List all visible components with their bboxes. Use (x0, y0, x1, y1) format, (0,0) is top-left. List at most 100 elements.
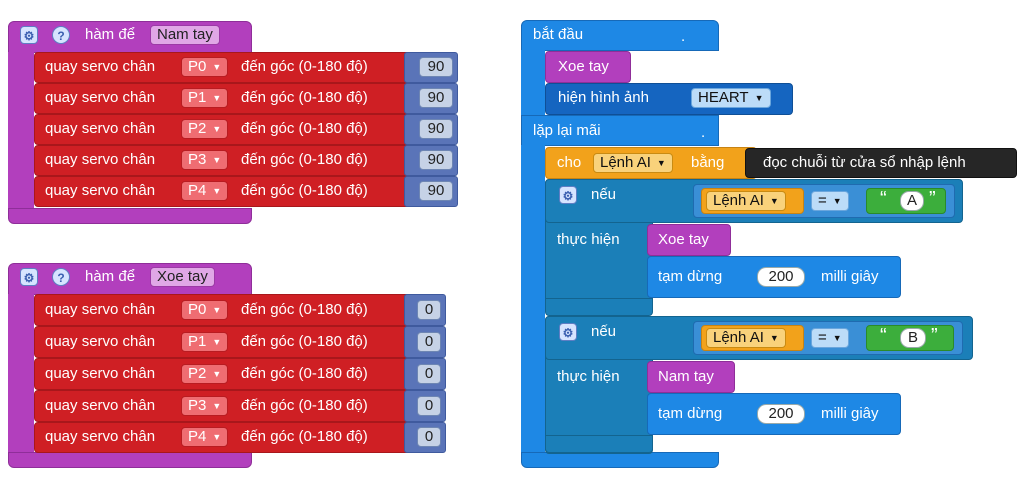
pin-dropdown[interactable]: P2▼ (181, 364, 229, 384)
quote-open: “ (880, 325, 887, 347)
variable-dropdown[interactable]: Lệnh AI▼ (593, 153, 673, 173)
function-name-field[interactable]: Xoe tay (150, 267, 215, 287)
servo-row-suffix: đến góc (0-180 độ) (241, 365, 368, 382)
chevron-down-icon: ▼ (769, 333, 779, 344)
angle-input[interactable]: 0 (417, 300, 441, 320)
angle-input[interactable]: 0 (417, 332, 441, 352)
servo-row-label: quay servo chân (45, 89, 156, 106)
pause-label: tạm dừng (658, 405, 723, 422)
angle-input[interactable]: 90 (419, 119, 453, 139)
chevron-down-icon: ▼ (656, 158, 666, 169)
chevron-down-icon: ▼ (832, 196, 842, 207)
forever-dot: . (701, 124, 706, 141)
function-footer (8, 452, 252, 468)
servo-row-suffix: đến góc (0-180 độ) (241, 397, 368, 414)
image-dropdown[interactable]: HEART▼ (691, 88, 771, 108)
pin-dropdown[interactable]: P1▼ (181, 332, 229, 352)
servo-row-label: quay servo chân (45, 365, 156, 382)
set-label: cho (557, 154, 582, 171)
function-spine (8, 294, 34, 456)
angle-input[interactable]: 90 (419, 57, 453, 77)
function-header-label: hàm để (85, 268, 136, 285)
variable-dropdown[interactable]: Lệnh AI▼ (706, 328, 786, 348)
forever-label: lặp lại mãi (533, 122, 601, 139)
read-input-block[interactable] (745, 148, 1017, 178)
angle-input[interactable]: 0 (417, 396, 441, 416)
angle-input[interactable]: 90 (419, 88, 453, 108)
servo-row-suffix: đến góc (0-180 độ) (241, 301, 368, 318)
if-block-2-footer (545, 435, 653, 453)
start-label: bắt đầu (533, 26, 584, 43)
gear-icon[interactable]: ⚙ (559, 323, 577, 341)
pin-dropdown[interactable]: P4▼ (181, 427, 229, 447)
angle-input[interactable]: 0 (417, 427, 441, 447)
servo-row-label: quay servo chân (45, 397, 156, 414)
help-icon[interactable]: ? (52, 26, 70, 44)
do-label: thực hiện (557, 231, 620, 248)
start-dot: . (681, 28, 686, 45)
chevron-down-icon: ▼ (212, 62, 222, 73)
chevron-down-icon: ▼ (832, 333, 842, 344)
pin-dropdown[interactable]: P2▼ (181, 119, 229, 139)
gear-icon[interactable]: ⚙ (559, 186, 577, 204)
if-label: nếu (591, 186, 617, 203)
help-icon[interactable]: ? (52, 268, 70, 286)
if-block-1-footer (545, 298, 653, 316)
gear-icon[interactable]: ⚙ (20, 26, 38, 44)
servo-row-label: quay servo chân (45, 151, 156, 168)
pause-input[interactable]: 200 (757, 404, 805, 424)
servo-row-suffix: đến góc (0-180 độ) (241, 89, 368, 106)
function-name-field[interactable]: Nam tay (150, 25, 220, 45)
servo-row-label: quay servo chân (45, 58, 156, 75)
text-input[interactable]: B (900, 328, 926, 348)
call-xoe-tay-block[interactable] (545, 51, 631, 83)
forever-footer (521, 452, 719, 468)
start-spine (521, 50, 545, 116)
call-label: Xoe tay (658, 231, 709, 248)
chevron-down-icon: ▼ (212, 305, 222, 316)
call-xoe-tay-block[interactable] (647, 224, 731, 256)
pin-dropdown[interactable]: P4▼ (181, 181, 229, 201)
chevron-down-icon: ▼ (212, 432, 222, 443)
servo-row-label: quay servo chân (45, 428, 156, 445)
servo-row-label: quay servo chân (45, 333, 156, 350)
chevron-down-icon: ▼ (212, 93, 222, 104)
call-label: Nam tay (658, 368, 714, 385)
call-label: Xoe tay (558, 58, 609, 75)
operator-dropdown[interactable]: =▼ (811, 191, 849, 211)
angle-input[interactable]: 90 (419, 150, 453, 170)
call-nam-tay-block[interactable] (647, 361, 735, 393)
servo-row-suffix: đến góc (0-180 độ) (241, 428, 368, 445)
pin-dropdown[interactable]: P0▼ (181, 57, 229, 77)
set-equals-label: bằng (691, 154, 725, 171)
servo-row-suffix: đến góc (0-180 độ) (241, 58, 368, 75)
forever-spine (521, 145, 545, 453)
pin-dropdown[interactable]: P3▼ (181, 396, 229, 416)
read-input-label: đọc chuỗi từ cửa sổ nhập lệnh (763, 154, 966, 171)
pause-input[interactable]: 200 (757, 267, 805, 287)
function-spine (8, 52, 34, 212)
forever-header[interactable] (521, 115, 719, 146)
start-header[interactable] (521, 20, 719, 51)
function-header-label: hàm để (85, 26, 136, 43)
variable-dropdown[interactable]: Lệnh AI▼ (706, 191, 786, 211)
quote-close: ” (931, 325, 938, 347)
angle-input[interactable]: 90 (419, 181, 453, 201)
if-label: nếu (591, 323, 617, 340)
gear-icon[interactable]: ⚙ (20, 268, 38, 286)
pin-dropdown[interactable]: P3▼ (181, 150, 229, 170)
operator-dropdown[interactable]: =▼ (811, 328, 849, 348)
quote-open: “ (880, 188, 887, 210)
servo-row-label: quay servo chân (45, 301, 156, 318)
chevron-down-icon: ▼ (212, 337, 222, 348)
text-input[interactable]: A (900, 191, 924, 211)
chevron-down-icon: ▼ (212, 155, 222, 166)
angle-input[interactable]: 0 (417, 364, 441, 384)
show-image-label: hiện hình ảnh (558, 89, 649, 106)
pause-unit: milli giây (821, 405, 879, 422)
pin-dropdown[interactable]: P1▼ (181, 88, 229, 108)
pin-dropdown[interactable]: P0▼ (181, 300, 229, 320)
servo-row-label: quay servo chân (45, 182, 156, 199)
chevron-down-icon: ▼ (212, 369, 222, 380)
servo-row-suffix: đến góc (0-180 độ) (241, 333, 368, 350)
